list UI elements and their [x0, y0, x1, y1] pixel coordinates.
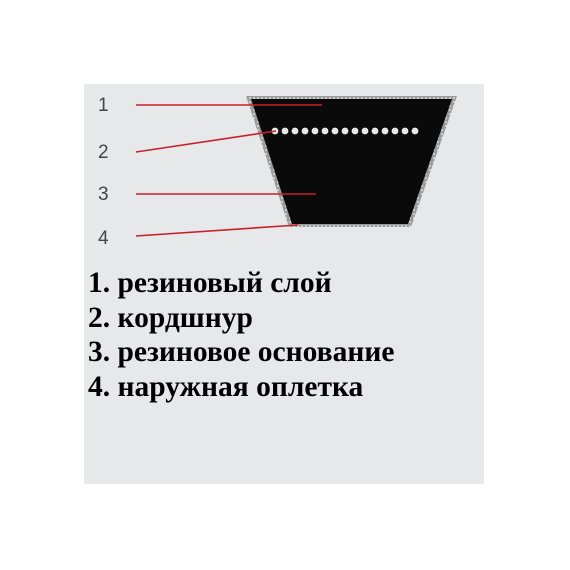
cord-bead [291, 127, 299, 135]
cord-bead [371, 127, 379, 135]
cord-row [271, 127, 419, 135]
callout-number-2: 2 [98, 142, 109, 163]
cord-bead [341, 127, 349, 135]
cord-bead [301, 127, 309, 135]
cord-bead [321, 127, 329, 135]
leader-line-4 [135, 224, 299, 237]
cord-bead [381, 127, 389, 135]
cord-bead [391, 127, 399, 135]
v-belt-cross-section-diagram: 1 2 3 4 [98, 95, 457, 249]
cord-bead [331, 127, 339, 135]
legend-list: 1. резиновый слой 2. кордшнур 3. резинов… [88, 266, 394, 404]
cord-bead [361, 127, 369, 135]
legend-item-cord: 2. кордшнур [88, 301, 253, 334]
diagram-panel: 1 2 3 4 1. резиновый слой 2. кордшнур 3.… [84, 84, 484, 484]
belt-rubber-body [251, 99, 452, 224]
legend-item-rubber-layer: 1. резиновый слой [88, 267, 332, 299]
leader-line-2 [135, 130, 277, 153]
legend-item-outer-braid: 4. наружная оплетка [88, 370, 364, 403]
legend-item-rubber-base: 3. резиновое основание [88, 336, 395, 369]
callout-number-3: 3 [98, 184, 109, 205]
cord-bead [281, 127, 289, 135]
callout-number-1: 1 [98, 95, 109, 116]
callout-number-4: 4 [98, 228, 109, 249]
cord-bead [401, 127, 409, 135]
cord-bead [351, 127, 359, 135]
cord-bead [311, 127, 319, 135]
cord-bead [411, 127, 419, 135]
